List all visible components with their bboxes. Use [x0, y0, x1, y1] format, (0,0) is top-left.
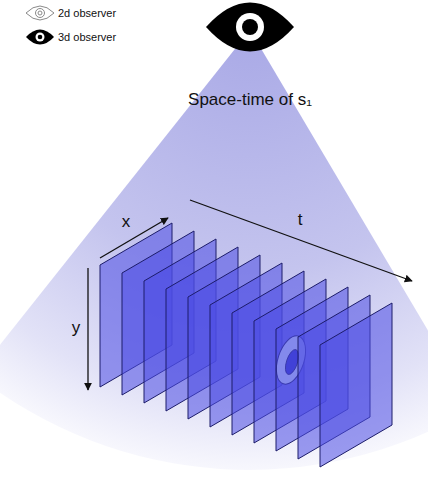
diagram-title: Space-time of s₁	[188, 90, 312, 110]
time-slice-plane	[320, 303, 392, 467]
view-cone	[0, 30, 428, 470]
eye-outline	[26, 6, 54, 20]
legend-eye-2d	[26, 6, 54, 20]
observer-eye	[206, 3, 294, 52]
eye-pupil	[38, 11, 42, 15]
axis-label: x	[122, 212, 131, 232]
t-axis-arrow	[190, 200, 412, 281]
legend-eye-3d	[26, 30, 54, 45]
eye-pupil	[242, 19, 258, 35]
eye-iris	[36, 9, 45, 18]
eye-iris	[236, 13, 264, 41]
axis-label: y	[72, 318, 81, 338]
legend-text: 3d observer	[58, 31, 116, 44]
eye-pupil	[38, 35, 43, 40]
eye-outline	[26, 30, 54, 45]
x-axis-arrow	[100, 218, 168, 258]
y-axis-arrow	[87, 268, 88, 390]
axis-label: t	[298, 210, 303, 230]
plane-stack	[100, 223, 392, 467]
eye-outline	[206, 3, 294, 52]
eye-iris	[36, 33, 45, 42]
legend-text: 2d observer	[58, 7, 116, 20]
